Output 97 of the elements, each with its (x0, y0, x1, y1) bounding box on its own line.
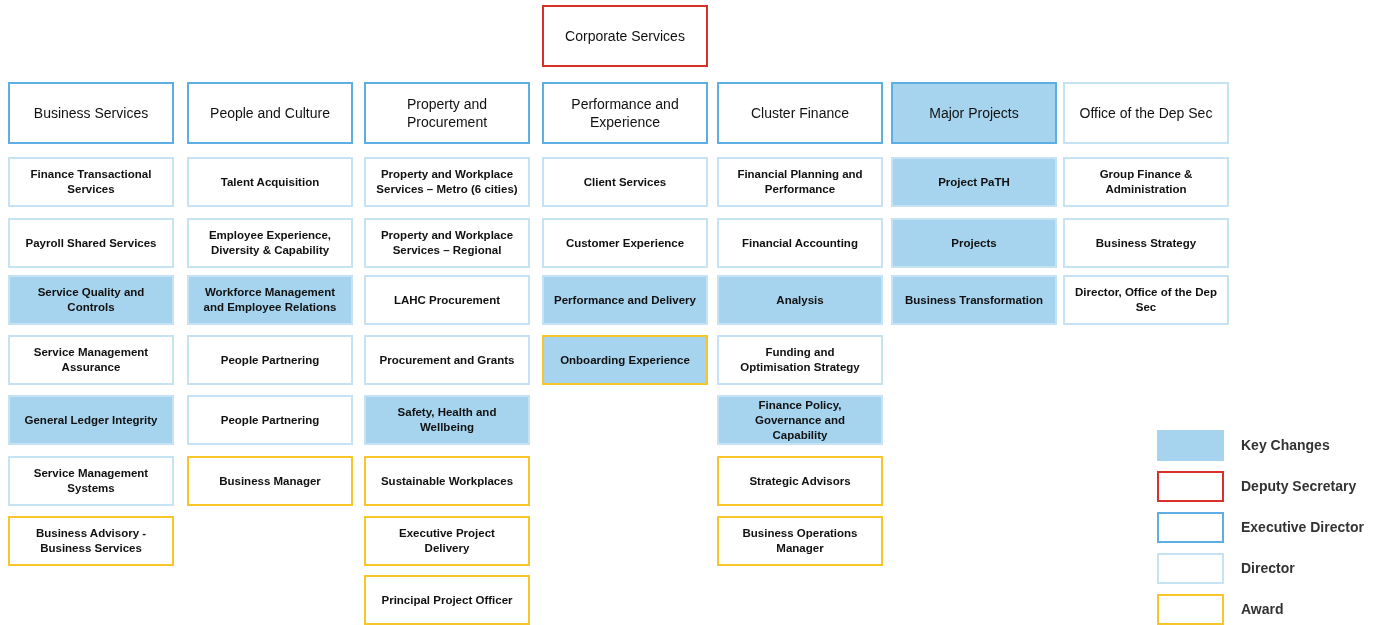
role-box (364, 157, 530, 207)
legend-label: Director (1241, 559, 1295, 578)
box-label: Business Manager (219, 473, 321, 489)
box-label: Funding and Optimisation Strategy (739, 345, 861, 375)
box-label: Safety, Health and Wellbeing (396, 405, 498, 435)
box-label: Service Management Systems (32, 466, 150, 496)
box-label: Workforce Management and Employee Relations (202, 285, 338, 315)
box-label: People Partnering (220, 412, 320, 428)
role-box (542, 218, 708, 268)
box-label: Group Finance & Administration (1098, 167, 1194, 197)
role-box (717, 516, 883, 566)
box-label: Property and Workplace Services – Metro (6 cities) (376, 167, 518, 197)
box-label: Business Strategy (1095, 235, 1197, 251)
box-label: Business Transformation (904, 292, 1043, 308)
role-box (717, 335, 883, 385)
box-label: Financial Accounting (742, 235, 858, 251)
box-label: Onboarding Experience (560, 352, 690, 368)
box-label: Property and Workplace Services – Regional (379, 228, 515, 258)
unit-box (542, 82, 708, 144)
box-label: People Partnering (220, 352, 320, 368)
role-box (364, 395, 530, 445)
role-box (364, 575, 530, 625)
box-label: Project PaTH (938, 174, 1010, 190)
role-box (187, 395, 353, 445)
role-box (8, 335, 174, 385)
box-label: Performance and Experience (570, 95, 680, 131)
role-box (717, 275, 883, 325)
role-box (187, 456, 353, 506)
box-label: Business Services (33, 104, 149, 122)
role-box (8, 395, 174, 445)
box-label: Financial Planning and Performance (736, 167, 864, 197)
box-label: Executive Project Delivery (398, 526, 496, 556)
role-box (717, 395, 883, 445)
box-label: Major Projects (929, 104, 1019, 122)
role-box (717, 456, 883, 506)
role-box (1063, 275, 1229, 325)
box-label: People and Culture (210, 104, 330, 122)
box-label: Strategic Advisors (749, 473, 851, 489)
box-label: Procurement and Grants (379, 352, 515, 368)
role-box (891, 275, 1057, 325)
role-box (364, 516, 530, 566)
role-box (187, 335, 353, 385)
box-label: Performance and Delivery (554, 292, 696, 308)
box-label: Director, Office of the Dep Sec (1075, 285, 1217, 315)
box-label: Employee Experience, Diversity & Capability (207, 228, 333, 258)
role-box (8, 275, 174, 325)
role-box (8, 516, 174, 566)
role-box (717, 157, 883, 207)
box-label: Business Advisory - Business Services (34, 526, 148, 556)
box-label: Sustainable Workplaces (380, 473, 514, 489)
role-box (8, 456, 174, 506)
box-label: Cluster Finance (750, 104, 849, 122)
box-label: Principal Project Officer (381, 592, 513, 608)
unit-box (542, 5, 708, 67)
box-label: Service Management Assurance (32, 345, 150, 375)
box-label: Business Operations Manager (741, 526, 859, 556)
box-label: Corporate Services (565, 27, 685, 45)
role-box (187, 218, 353, 268)
unit-box (1063, 82, 1229, 144)
role-box (8, 218, 174, 268)
box-label: Finance Transactional Services (29, 167, 153, 197)
role-box (891, 157, 1057, 207)
box-label: Payroll Shared Services (25, 235, 157, 251)
role-box (1063, 157, 1229, 207)
box-label: Projects (951, 235, 997, 251)
legend-label: Key Changes (1241, 436, 1330, 455)
role-box (8, 157, 174, 207)
role-box (542, 157, 708, 207)
role-box (364, 218, 530, 268)
unit-box (717, 82, 883, 144)
role-box (364, 335, 530, 385)
box-label: Finance Policy, Governance and Capability (753, 397, 847, 443)
legend-label: Award (1241, 600, 1284, 619)
role-box (364, 275, 530, 325)
role-box (187, 157, 353, 207)
unit-box (364, 82, 530, 144)
unit-box (8, 82, 174, 144)
box-label: Office of the Dep Sec (1079, 104, 1213, 122)
box-label: Client Services (583, 174, 667, 190)
role-box (891, 218, 1057, 268)
role-box (1063, 218, 1229, 268)
legend-label: Executive Director (1241, 518, 1364, 537)
box-label: Talent Acquisition (220, 174, 320, 190)
role-box (542, 335, 708, 385)
role-box (187, 275, 353, 325)
role-box (364, 456, 530, 506)
legend-label: Deputy Secretary (1241, 477, 1357, 496)
unit-box (187, 82, 353, 144)
role-box (717, 218, 883, 268)
box-label: Property and Procurement (405, 95, 489, 131)
unit-box (891, 82, 1057, 144)
box-label: Customer Experience (565, 235, 685, 251)
box-label: Analysis (776, 292, 824, 308)
box-label: General Ledger Integrity (24, 412, 158, 428)
role-box (542, 275, 708, 325)
box-label: Service Quality and Controls (36, 285, 146, 315)
box-label: LAHC Procurement (393, 292, 501, 308)
